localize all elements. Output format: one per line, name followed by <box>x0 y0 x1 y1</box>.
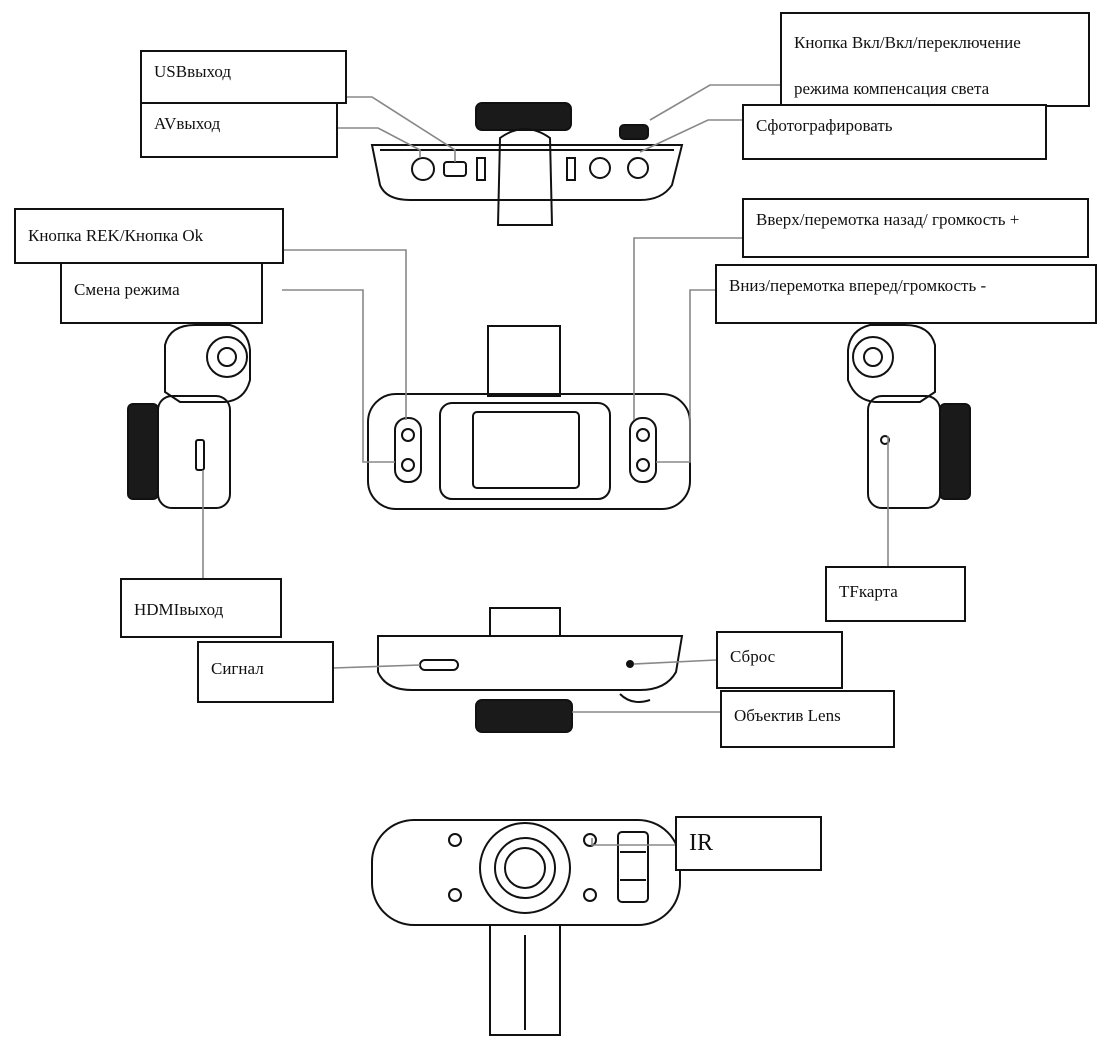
leader-lines <box>202 84 889 846</box>
label-photo: Сфотографировать <box>742 104 1047 160</box>
label-tf-card: TFкарта <box>825 566 966 622</box>
label-reset: Сброс <box>716 631 843 689</box>
label-power-mode-button: Кнопка Вкл/Вкл/переключение режима компе… <box>780 12 1090 107</box>
camera-left-side-view <box>127 324 251 509</box>
label-signal: Сигнал <box>197 641 334 703</box>
label-av-out: AVвыход <box>140 102 338 158</box>
camera-right-side-view <box>847 324 971 509</box>
label-hdmi-out: HDMIвыход <box>120 578 282 638</box>
label-rek-ok-button: Кнопка REK/Кнопка Ok <box>14 208 284 264</box>
camera-screen-view <box>367 325 691 510</box>
camera-bottom-view <box>377 607 684 733</box>
label-mode-change: Смена режима <box>60 262 263 324</box>
label-ir: IR <box>675 816 822 871</box>
label-usb-out: USBвыход <box>140 50 347 104</box>
label-down-forward-volume: Вниз/перемотка вперед/громкость - <box>715 264 1097 324</box>
label-lens: Объектив Lens <box>720 690 895 748</box>
camera-top-view <box>370 102 684 226</box>
camera-lens-view <box>371 819 681 1036</box>
label-up-rewind-volume: Вверх/перемотка назад/ громкость + <box>742 198 1089 258</box>
